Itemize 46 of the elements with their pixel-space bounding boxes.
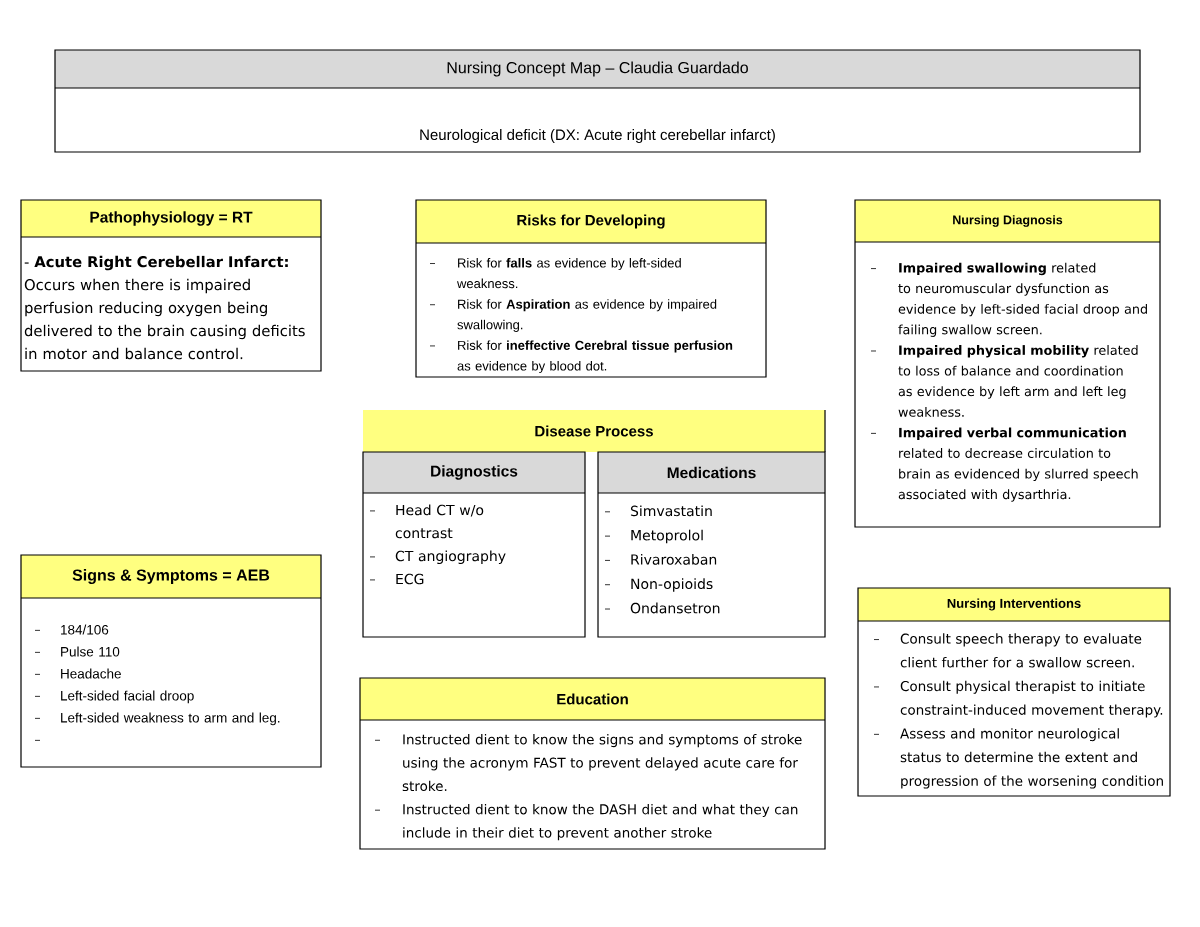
title-bar: Nursing Concept Map – Claudia Guardado (54, 50, 1141, 89)
list-item: Pulse 110 (61, 646, 120, 657)
concept-box (857, 587, 1171, 797)
concept-box (854, 199, 1161, 528)
list-item: Risk for falls as evidence by left-sided weakness. (457, 258, 681, 289)
paragraph: Occurs when there is impaired perfusion reducing oxygen being delivered to the brain causing deficits in motor and balance control. (24, 278, 305, 360)
concept-box (20, 199, 322, 372)
box-heading: Risks for Developing (415, 200, 767, 244)
list-item: ECG (396, 573, 424, 585)
box-heading: Signs & Symptoms = AEB (20, 555, 322, 599)
list-item: 184/106 (61, 624, 109, 635)
box-heading: Nursing Diagnosis (854, 200, 1161, 243)
concept-box (20, 554, 322, 768)
list-item: Ondansetron (630, 602, 720, 614)
list-item: Consult physical therapist to initiate constraint-induced movement therapy. (900, 680, 1163, 718)
box-heading: Pathophysiology = RT (20, 200, 322, 238)
box-heading: Medications (597, 452, 826, 494)
box-heading: Diagnostics (362, 452, 586, 494)
list-item: Left-sided weakness to arm and leg. (61, 712, 280, 726)
list-item: Non-opioids (631, 578, 713, 592)
concept-box (415, 199, 767, 378)
list-item: Impaired verbal communication related to decrease circulation to brain as evidenced by slurred speech associated with dysarthria. (898, 427, 1138, 502)
list-item: Rivaroxaban (631, 554, 717, 565)
paragraph: - Acute Right Cerebellar Infarct: (24, 255, 288, 271)
list-item: Consult speech therapy to evaluate client further for a swallow screen. (900, 633, 1142, 668)
list-item: Impaired swallowing related to neuromuscular dysfunction as evidence by left-sided facial droop and failing swallow screen. (898, 262, 1147, 337)
concept-box (359, 677, 826, 850)
list-item: Headache (61, 668, 121, 679)
list-item: Instructed dient to know the signs and symptoms of stroke using the acronym FAST to prevent delayed acute care for stroke. (402, 734, 802, 792)
section-band: Disease Process (363, 409, 826, 453)
list-item: Risk for Aspiration as evidence by impaired swallowing. (457, 299, 717, 332)
concept-box (362, 451, 586, 638)
concept-box (597, 451, 826, 638)
list-item: Assess and monitor neurological status to determine the extent and progression of the worsening condition (900, 728, 1163, 789)
list-item: Instructed dient to know the DASH diet and what they can include in their diet to prevent another stroke (403, 803, 798, 841)
list-item: CT angiography (395, 550, 506, 565)
list-item: Head CT w/o contrast (395, 504, 484, 539)
list-item: Impaired physical mobility related to loss of balance and coordination as evidence by left arm and left leg weakness. (898, 345, 1138, 417)
list-item: Metoprolol (631, 529, 703, 544)
list-item: Risk for ineffective Cerebral tissue perfusion as evidence by blood dot. (457, 340, 733, 374)
title-box (54, 49, 1141, 153)
box-heading: Education (359, 678, 826, 721)
subtitle: Neurological deficit (DX: Acute right cerebellar infarct) (420, 129, 775, 143)
list-item: Left-sided facial droop (61, 690, 194, 704)
list-item: Simvastatin (630, 505, 712, 517)
box-heading: Nursing Interventions (857, 588, 1171, 622)
